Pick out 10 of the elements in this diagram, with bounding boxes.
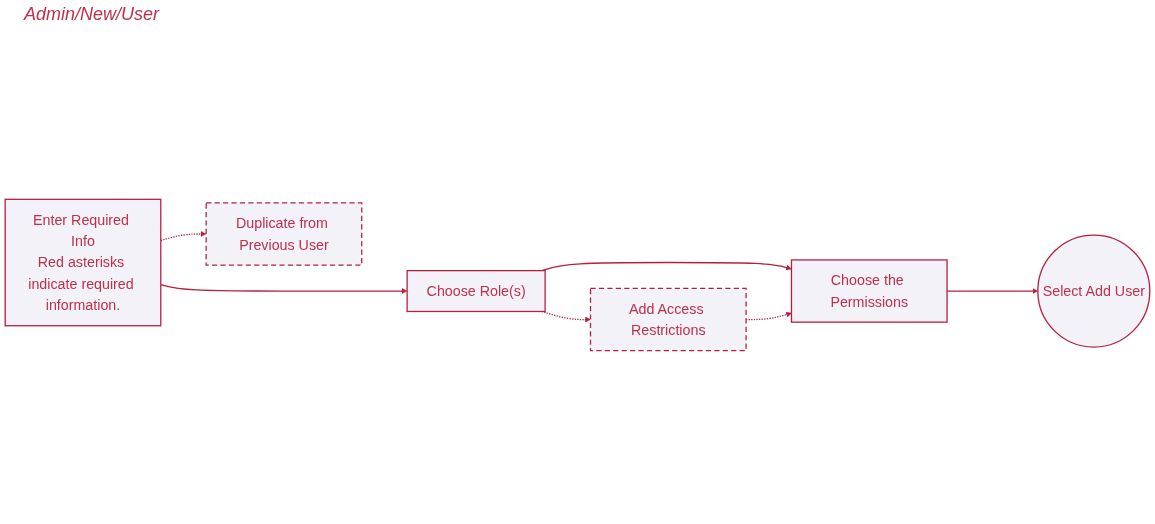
breadcrumb-text: Admin/New/User [24, 4, 160, 25]
node-box: Choose the Permissions [790, 259, 948, 323]
arrow [541, 261, 792, 272]
node-box: Choose Role(s) [406, 269, 546, 313]
arrow [160, 283, 408, 294]
node-box: Add Access Restrictions [589, 287, 747, 352]
node-circle: Select Add User [1037, 234, 1151, 348]
node-box: Enter Required Info Red asterisks indicate required information. [4, 198, 162, 327]
arrow [160, 231, 207, 242]
node-box: Duplicate from Previous User [205, 202, 363, 266]
